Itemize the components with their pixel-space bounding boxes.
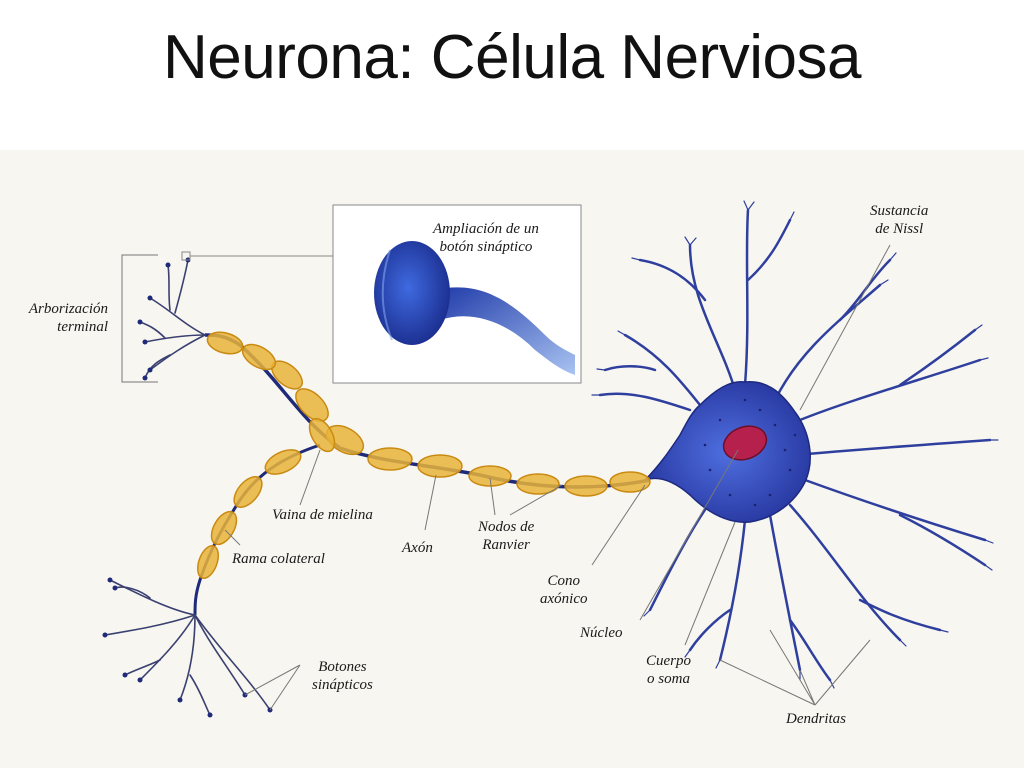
inset-button xyxy=(374,241,450,345)
dendrites xyxy=(598,208,992,682)
nucleus xyxy=(722,425,768,461)
leader-lines xyxy=(224,244,891,711)
terminal-arborization xyxy=(139,259,206,379)
label-vaina-mielina: Vaina de mielina xyxy=(272,507,373,523)
label-nucleo: Núcleo xyxy=(580,625,623,641)
synaptic-buttons xyxy=(102,577,273,718)
neuron-figure: Ampliación de un botón sináptico Sustanc… xyxy=(0,150,1024,768)
label-cono-axonico: Cono axónico xyxy=(540,573,588,607)
nissl-dots xyxy=(703,398,797,507)
page-title: Neurona: Célula Nerviosa xyxy=(163,23,861,92)
dendrite-spines xyxy=(591,200,999,689)
inset-pointer xyxy=(181,251,335,261)
terminal-knobs xyxy=(137,257,191,381)
label-inset: Ampliación de un botón sináptico xyxy=(433,221,539,255)
synaptic-branches xyxy=(104,579,271,716)
myelin-sheath xyxy=(196,331,651,580)
label-arborizacion-terminal: Arborización terminal xyxy=(28,301,108,335)
neuron-diagram xyxy=(102,200,999,718)
label-axon: Axón xyxy=(402,540,433,556)
label-cuerpo-soma: Cuerpo o soma xyxy=(646,653,691,687)
label-dendritas: Dendritas xyxy=(786,711,846,727)
label-sustancia-nissl: Sustancia de Nissl xyxy=(870,203,929,237)
inset-stalk xyxy=(435,287,575,375)
arborization-bracket xyxy=(121,254,158,383)
label-nodos-ranvier: Nodos de Ranvier xyxy=(478,519,535,553)
label-rama-colateral: Rama colateral xyxy=(232,551,325,567)
label-botones-sinapticos: Botones sinápticos xyxy=(312,659,373,693)
